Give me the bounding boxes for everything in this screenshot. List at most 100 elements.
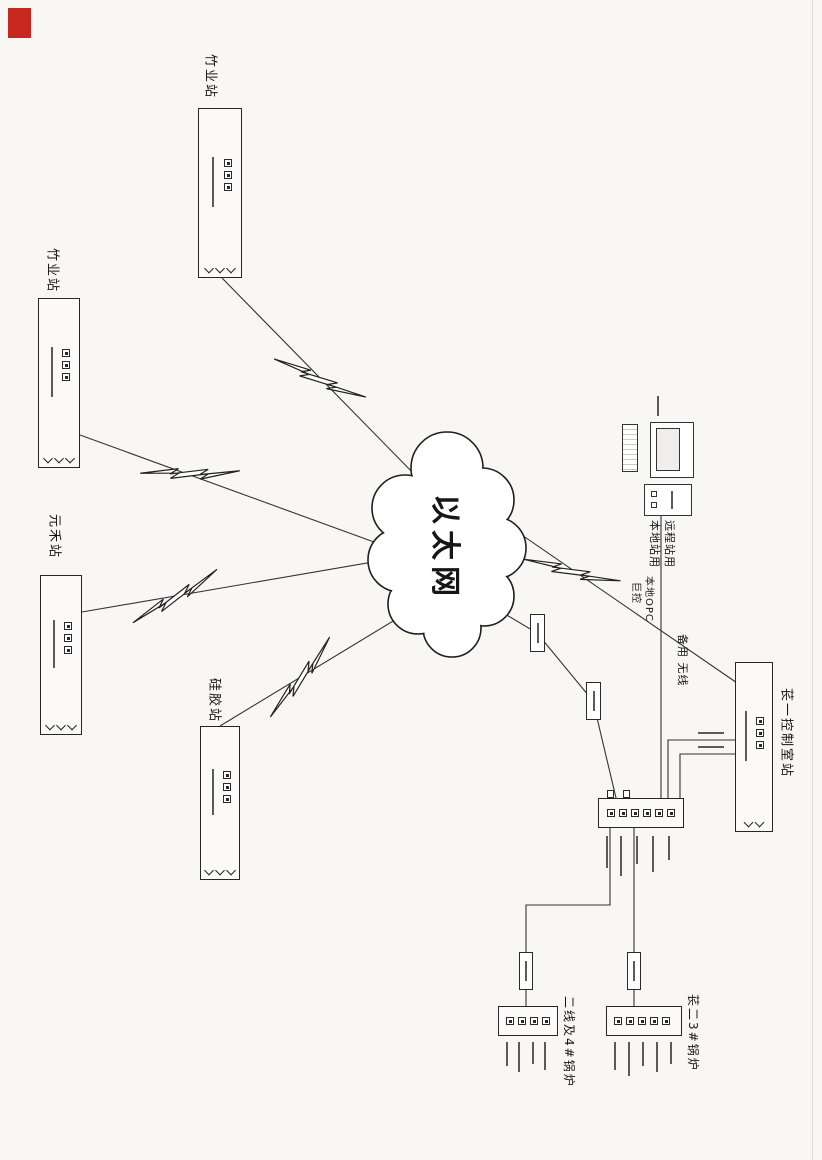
port-group xyxy=(62,349,70,381)
station-box-zhuye-1 xyxy=(198,108,242,278)
port-icon xyxy=(631,809,639,817)
port-icon xyxy=(619,809,627,817)
link-switch-boiler1-a xyxy=(526,828,610,952)
port-group xyxy=(64,622,72,654)
link-station2-cloud xyxy=(80,435,396,550)
opc-label: 本地OPC xyxy=(643,576,654,622)
port-icon xyxy=(518,1017,526,1025)
terminal-marks xyxy=(206,867,235,874)
boiler2-switch xyxy=(606,1006,682,1036)
media-converter xyxy=(530,614,545,652)
port-icon xyxy=(224,171,232,179)
port-icon xyxy=(530,1017,538,1025)
port-icon xyxy=(756,729,764,737)
station-box-guijiao xyxy=(200,726,240,880)
port-icon xyxy=(64,622,72,630)
port-icon xyxy=(62,373,70,381)
station-label-yuanhe: 元禾站 xyxy=(46,514,60,559)
boiler2-label: 苌二3#锅炉 xyxy=(686,994,699,1072)
media-converter xyxy=(627,952,641,990)
port-icon xyxy=(64,634,72,642)
main-switch xyxy=(598,798,684,828)
port-icon xyxy=(223,783,231,791)
keyboard-icon xyxy=(622,424,638,472)
station-box-zhuye-2 xyxy=(38,298,80,468)
wireless-backup-label: 备用 无线 xyxy=(676,634,688,687)
wireless-bolts xyxy=(126,332,620,717)
boiler1-switch xyxy=(498,1006,558,1036)
port-icon xyxy=(64,646,72,654)
fine-print-mark xyxy=(671,491,673,509)
terminal-marks xyxy=(206,265,235,272)
media-converter xyxy=(586,682,601,720)
tower-button xyxy=(651,502,657,508)
port-icon xyxy=(667,809,675,817)
port-icon xyxy=(224,159,232,167)
workstation-label-local: 本地站用 xyxy=(648,520,660,568)
station-label-controlroom: 苌一控制室站 xyxy=(778,688,792,778)
fine-print-mark xyxy=(53,620,55,668)
port-group xyxy=(506,1017,550,1025)
boiler1-label: 二线及4#锅炉 xyxy=(562,996,575,1088)
terminal-marks xyxy=(45,455,74,462)
computer-tower-icon xyxy=(644,484,692,516)
port-icon xyxy=(223,795,231,803)
lightning-bolt-icon xyxy=(126,569,223,622)
port-icon xyxy=(655,809,663,817)
media-converter xyxy=(519,952,533,990)
port-icon xyxy=(542,1017,550,1025)
port-group xyxy=(614,1017,670,1025)
port-icon xyxy=(756,741,764,749)
port-icon xyxy=(62,361,70,369)
paper-edge xyxy=(812,0,813,1160)
port-group xyxy=(224,159,232,191)
tower-button xyxy=(651,491,657,497)
terminal-marks xyxy=(47,722,76,729)
fine-print-mark xyxy=(212,157,214,207)
port-icon xyxy=(224,183,232,191)
antenna-stub xyxy=(607,790,614,798)
port-group xyxy=(607,809,675,817)
port-icon xyxy=(756,717,764,725)
port-icon xyxy=(650,1017,658,1025)
lightning-bolt-icon xyxy=(251,637,349,717)
fine-print-mark xyxy=(698,732,724,734)
port-icon xyxy=(662,1017,670,1025)
fine-print-mark xyxy=(51,347,53,397)
port-group xyxy=(223,771,231,803)
port-icon xyxy=(614,1017,622,1025)
vendor-label: 巨控 xyxy=(630,582,641,604)
port-icon xyxy=(607,809,615,817)
station-label-zhuye-1: 竹业站 xyxy=(202,54,216,99)
terminal-marks xyxy=(745,819,763,826)
link-controlroom-switch-2 xyxy=(680,754,735,798)
ethernet-cloud-label: 以太网 xyxy=(428,494,461,602)
antenna-stub xyxy=(623,790,630,798)
monitor-icon xyxy=(650,422,694,478)
station-box-controlroom xyxy=(735,662,773,832)
port-icon xyxy=(643,809,651,817)
link-station3-cloud xyxy=(82,558,396,612)
station-label-guijiao: 硅胶站 xyxy=(206,678,220,723)
port-icon xyxy=(223,771,231,779)
lightning-bolt-icon xyxy=(523,528,620,612)
fine-print-mark xyxy=(745,711,747,761)
connection-lines xyxy=(80,278,740,1006)
fine-print-mark xyxy=(698,746,724,748)
link-controlroom-switch-1 xyxy=(668,740,735,798)
port-icon xyxy=(626,1017,634,1025)
lightning-bolt-icon xyxy=(140,438,240,506)
station-label-zhuye-2: 竹业站 xyxy=(44,248,58,293)
link-cloud-controlroom-wireless xyxy=(500,520,740,685)
port-icon xyxy=(62,349,70,357)
port-icon xyxy=(638,1017,646,1025)
fine-print-mark xyxy=(657,396,659,416)
monitor-screen xyxy=(656,428,680,471)
workstation-label-remote: 远程站用 xyxy=(663,520,675,568)
fine-print-mark xyxy=(212,769,214,815)
station-box-yuanhe xyxy=(40,575,82,735)
port-icon xyxy=(506,1017,514,1025)
port-group xyxy=(756,717,764,749)
